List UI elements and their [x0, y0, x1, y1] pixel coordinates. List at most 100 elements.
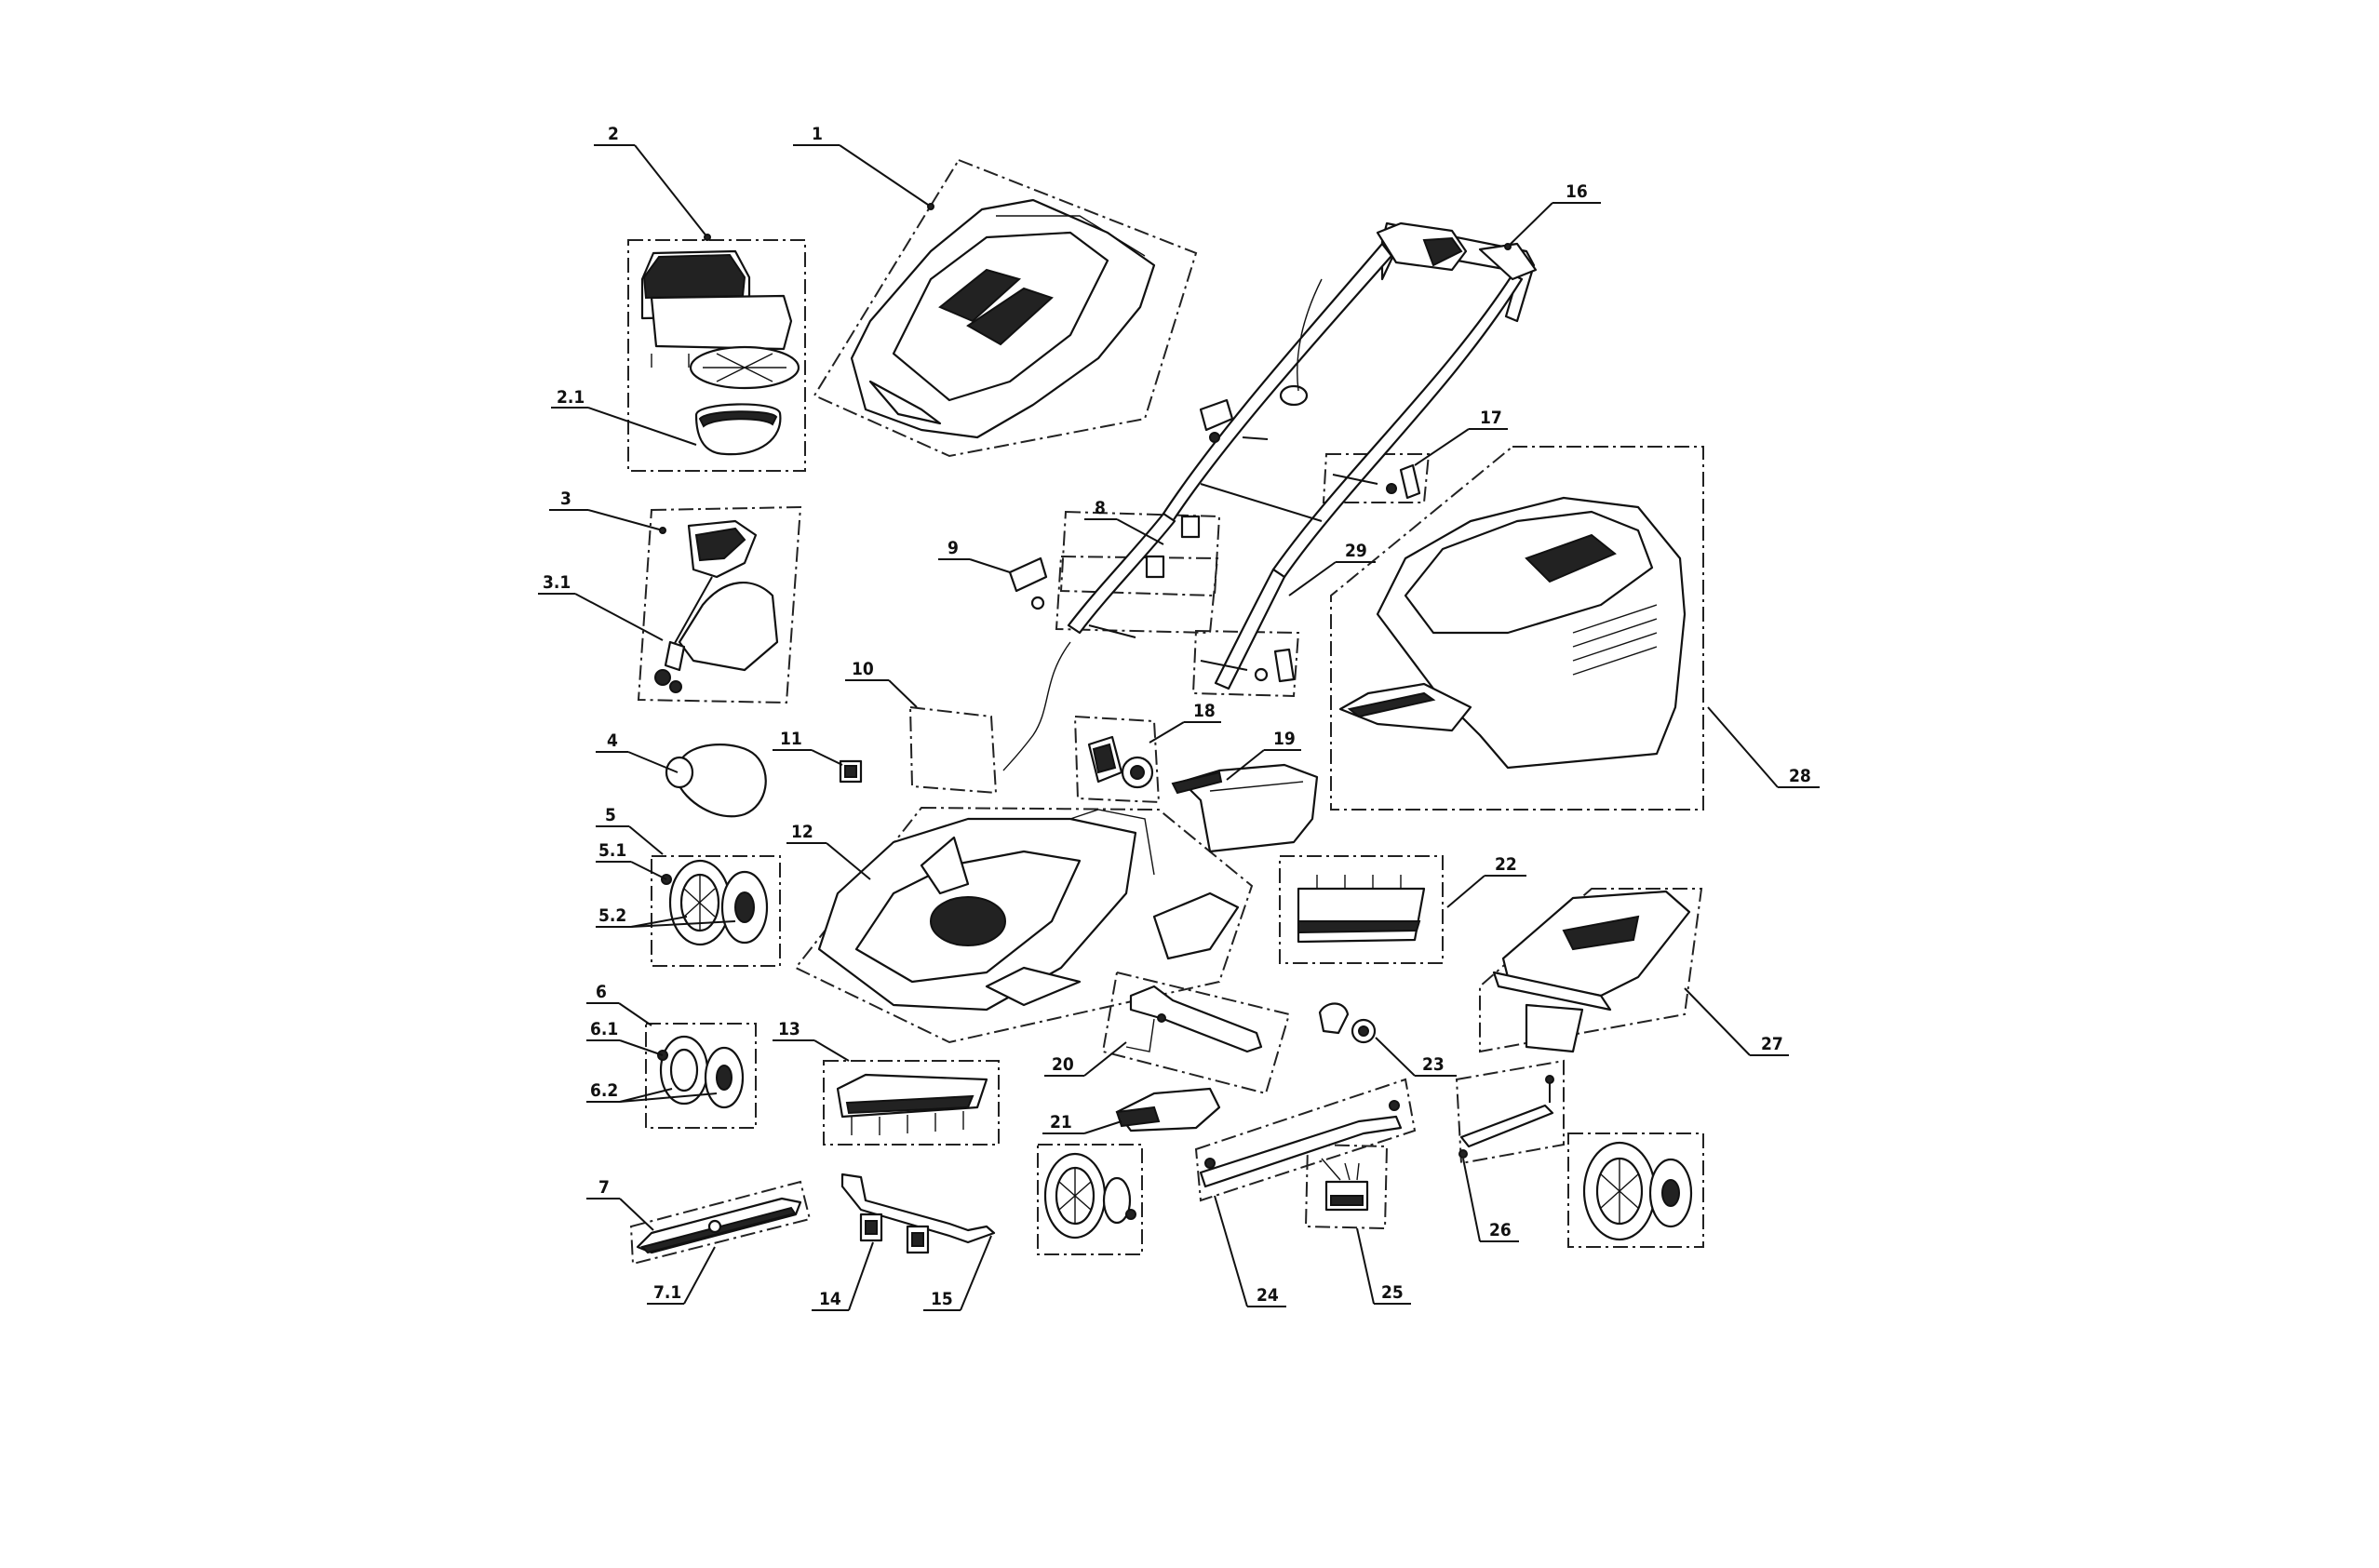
callout-3: 3 — [549, 489, 666, 534]
label-8: 8 — [1095, 498, 1106, 518]
callout-27: 27 — [1684, 987, 1789, 1056]
label-1: 1 — [812, 124, 823, 144]
callout-18: 18 — [1149, 701, 1221, 744]
label-26: 26 — [1489, 1220, 1512, 1240]
part-lid-27 — [1492, 890, 1691, 1053]
part-cover — [850, 198, 1156, 439]
box-24 — [1194, 1078, 1417, 1202]
callout-29: 29 — [1288, 541, 1376, 596]
callout-26: 26 — [1462, 1158, 1519, 1242]
label-23: 23 — [1422, 1054, 1445, 1075]
part-knob-18 — [1087, 735, 1154, 789]
label-2-1: 2.1 — [557, 387, 585, 408]
callout-19: 19 — [1226, 729, 1301, 781]
box-rear-wheel-5 — [651, 855, 781, 967]
label-12: 12 — [791, 822, 813, 842]
box-wheel-right — [1567, 1132, 1704, 1248]
callout-3-1: 3.1 — [538, 572, 664, 641]
box-front-wheel-6 — [645, 1023, 757, 1129]
part-small-11 — [839, 759, 863, 784]
box-cover — [813, 158, 1198, 458]
callout-21: 21 — [1042, 1112, 1122, 1134]
callout-7: 7 — [586, 1177, 654, 1231]
label-6-1: 6.1 — [590, 1019, 618, 1039]
label-5-2: 5.2 — [598, 905, 626, 926]
part-handle — [1002, 221, 1538, 771]
box-blade-7 — [629, 1180, 812, 1266]
callout-16: 16 — [1504, 181, 1601, 250]
label-5: 5 — [605, 805, 616, 825]
label-19: 19 — [1273, 729, 1296, 749]
box-bag-28 — [1330, 446, 1704, 811]
box-27 — [1479, 888, 1703, 1053]
label-24: 24 — [1257, 1285, 1279, 1306]
box-20 — [1101, 971, 1291, 1095]
label-2: 2 — [608, 124, 619, 144]
box-9 — [1055, 555, 1219, 635]
label-29: 29 — [1345, 541, 1367, 561]
label-16: 16 — [1566, 181, 1588, 202]
part-axle-14-15 — [840, 1173, 996, 1254]
label-13: 13 — [778, 1019, 800, 1039]
callout-11: 11 — [773, 729, 843, 766]
box-29 — [1191, 629, 1300, 698]
callout-23: 23 — [1375, 1037, 1457, 1077]
label-7: 7 — [598, 1177, 610, 1198]
part-blade-7 — [636, 1197, 802, 1254]
callout-1: 1 — [793, 124, 934, 210]
part-flap-19 — [1171, 763, 1319, 853]
callout-14: 14 — [812, 1241, 874, 1311]
label-25: 25 — [1381, 1282, 1404, 1303]
label-14: 14 — [819, 1289, 841, 1309]
part-plate-13 — [836, 1073, 988, 1135]
callout-10: 10 — [845, 659, 918, 708]
box-wheel-lower — [1037, 1144, 1143, 1255]
part-motor — [640, 249, 800, 456]
callout-13: 13 — [773, 1019, 850, 1062]
part-deck-12 — [817, 809, 1240, 1012]
label-20: 20 — [1052, 1054, 1074, 1075]
label-10: 10 — [852, 659, 874, 679]
callout-6: 6 — [586, 982, 652, 1026]
label-22: 22 — [1495, 854, 1517, 875]
callout-4: 4 — [596, 730, 679, 773]
callout-15: 15 — [923, 1235, 992, 1311]
box-motor — [627, 239, 806, 472]
callout-28: 28 — [1707, 706, 1820, 788]
part-cylinder-4 — [665, 744, 767, 818]
callouts: 1 2 2.1 3 3.1 4 — [538, 124, 1820, 1311]
callout-22: 22 — [1446, 854, 1526, 908]
callout-9: 9 — [938, 538, 1011, 573]
label-4: 4 — [607, 730, 618, 751]
callout-2-1: 2.1 — [551, 387, 697, 446]
part-plate-22 — [1297, 875, 1426, 944]
label-3: 3 — [560, 489, 571, 509]
label-7-1: 7.1 — [653, 1282, 681, 1303]
callout-6-2: 6.2 — [586, 1080, 718, 1103]
part-blade-26 — [1458, 1075, 1554, 1159]
callout-5: 5 — [596, 805, 664, 855]
callout-20: 20 — [1044, 1041, 1127, 1077]
label-3-1: 3.1 — [543, 572, 571, 593]
part-wheel-lower — [1043, 1152, 1136, 1240]
callout-5-2: 5.2 — [596, 905, 736, 928]
part-wheel-right — [1582, 1141, 1693, 1241]
box-deck — [794, 806, 1254, 1044]
label-27: 27 — [1761, 1034, 1783, 1054]
part-small-brackets — [1008, 398, 1421, 683]
part-bracket-20 — [1125, 985, 1263, 1053]
part-switch-25 — [1321, 1158, 1369, 1212]
label-28: 28 — [1789, 766, 1811, 786]
callout-7-1: 7.1 — [647, 1246, 716, 1305]
callout-2: 2 — [594, 124, 711, 241]
box-10 — [908, 705, 998, 795]
label-9: 9 — [948, 538, 959, 558]
part-rear-wheel-5 — [661, 859, 769, 946]
callout-8: 8 — [1084, 498, 1164, 545]
box-switch — [637, 505, 802, 704]
callout-24: 24 — [1214, 1195, 1286, 1307]
part-front-wheel-6 — [657, 1035, 745, 1109]
label-21: 21 — [1050, 1112, 1072, 1132]
part-bag-28 — [1338, 496, 1687, 770]
part-switch-box — [654, 519, 779, 693]
